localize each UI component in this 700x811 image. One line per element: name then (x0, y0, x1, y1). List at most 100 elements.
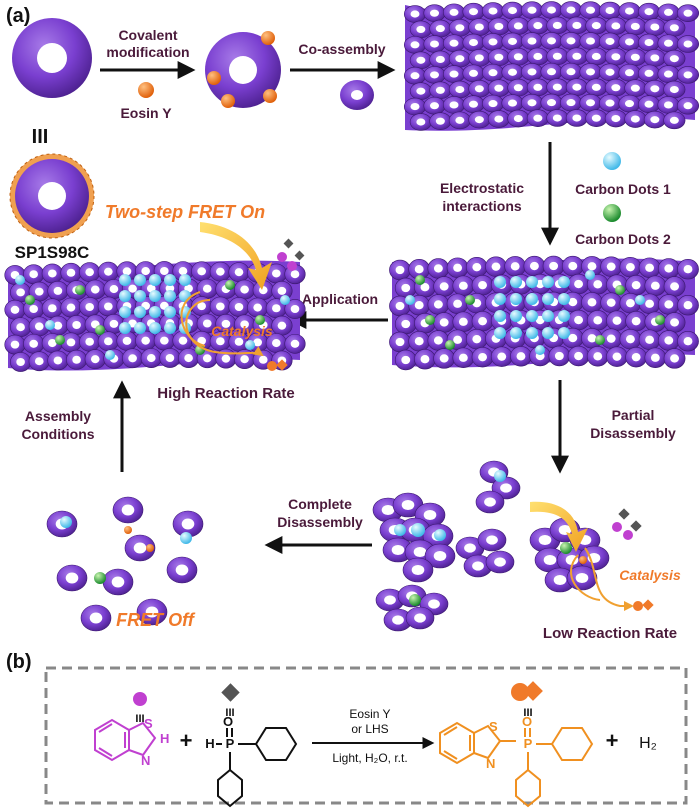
torus-hole (449, 39, 459, 47)
torus-hole (486, 535, 498, 545)
torus-hole (290, 270, 300, 279)
carbon-dot-1 (149, 290, 161, 302)
torus-hole (510, 262, 520, 271)
torus-hole (612, 352, 622, 361)
torus-hole (272, 304, 281, 313)
catalysis-label-top: Catalysis (211, 323, 273, 339)
torus-hole (494, 557, 506, 567)
torus-hole (449, 70, 459, 78)
torus-hole (401, 355, 411, 365)
eosin-dot (579, 556, 587, 564)
torus-hole (663, 39, 674, 47)
step-partial-line1: Partial (612, 407, 655, 423)
torus-hole (381, 504, 395, 516)
torus-hole (160, 336, 169, 345)
torus-hole (202, 284, 212, 293)
torus-hole (630, 84, 640, 92)
carbon-dot-1 (558, 327, 570, 339)
torus-hole (683, 40, 693, 48)
torus-hole (34, 322, 44, 331)
torus-hole (272, 339, 281, 348)
sheet-loaded (389, 255, 699, 371)
carbon-dot-1 (164, 322, 176, 334)
light-beam-icon (200, 222, 272, 290)
carbon-dot-1 (280, 295, 290, 305)
torus-hole (455, 85, 465, 94)
conditions-bottom: Light, H₂O, r.t. (332, 751, 407, 765)
torus-hole (683, 71, 693, 79)
torus-hole (181, 518, 195, 530)
torus-hole (553, 574, 567, 586)
sp1s98c-torus (9, 153, 95, 239)
torus-hole (630, 53, 640, 61)
torus-hole (591, 22, 601, 30)
equiv-r1: III (135, 713, 144, 725)
torus-hole (552, 114, 562, 122)
torus-hole (240, 320, 249, 329)
torus-hole (468, 69, 479, 77)
torus-hole (546, 6, 557, 14)
torus-hole (90, 285, 100, 294)
torus-hole (507, 99, 518, 107)
torus-hole (439, 354, 449, 363)
torus-hole (85, 268, 94, 277)
torus-hole (587, 262, 597, 271)
torus-hole (435, 117, 445, 125)
reaction-box (44, 666, 688, 805)
torus-hole (631, 317, 641, 326)
torus-hole (611, 22, 621, 30)
torus-hole (587, 298, 597, 307)
torus-hole (611, 84, 621, 92)
torus-hole (546, 37, 557, 45)
torus-hole (605, 99, 615, 107)
torus-hole (645, 263, 655, 272)
torus-hole (439, 282, 449, 291)
torus-hole (566, 99, 576, 107)
step-assembly-line2: Conditions (21, 426, 94, 442)
carbon-dot-1 (134, 274, 146, 286)
carbon-dot-1 (134, 290, 146, 302)
torus-hole (449, 8, 459, 16)
torus-hole (644, 8, 654, 16)
carbon-dot-1 (510, 276, 522, 288)
carbon-dot-1 (119, 274, 131, 286)
torus-hole (650, 116, 660, 124)
torus-hole (165, 353, 175, 363)
torus-hole (664, 300, 674, 309)
torus-hole (464, 543, 476, 553)
carbon-dot-1 (526, 327, 538, 339)
torus-hole (429, 102, 440, 110)
equiv-symbol: III (32, 126, 49, 148)
prod-o: O (522, 714, 532, 729)
torus-hole (591, 83, 601, 91)
torus-hole (513, 53, 523, 61)
torus-hole (497, 352, 507, 361)
torus-hole (48, 304, 57, 313)
torus-hole (474, 85, 484, 93)
torus-hole (575, 572, 589, 584)
torus-hole (133, 542, 147, 554)
torus-hole (549, 261, 559, 271)
torus-hole (574, 351, 583, 361)
torus-hole (453, 263, 463, 272)
carbon-dot-1 (119, 306, 131, 318)
torus-hole (478, 353, 487, 362)
torus-hole (630, 22, 640, 31)
torus-hole (566, 68, 576, 76)
torus-hole (533, 22, 543, 30)
torus-hole (513, 22, 523, 30)
carbon-dot-1 (15, 275, 25, 285)
step-partial-line2: Disassembly (590, 425, 676, 441)
step-covalent-line2: modification (106, 44, 189, 60)
sheet-fret-on (4, 260, 306, 372)
torus-hole (253, 338, 262, 347)
byproduct-h2: H₂ (639, 735, 657, 752)
fret-on-label: Two-step FRET On (105, 202, 265, 222)
torus-hole (29, 270, 38, 279)
conditions-top-2: or LHS (351, 722, 388, 736)
torus-hole (272, 269, 281, 278)
torus-hole (128, 284, 137, 293)
step-complete-line1: Complete (288, 496, 352, 512)
reactant-icons-bottom (612, 508, 642, 540)
carbon-dot-2 (55, 335, 65, 345)
